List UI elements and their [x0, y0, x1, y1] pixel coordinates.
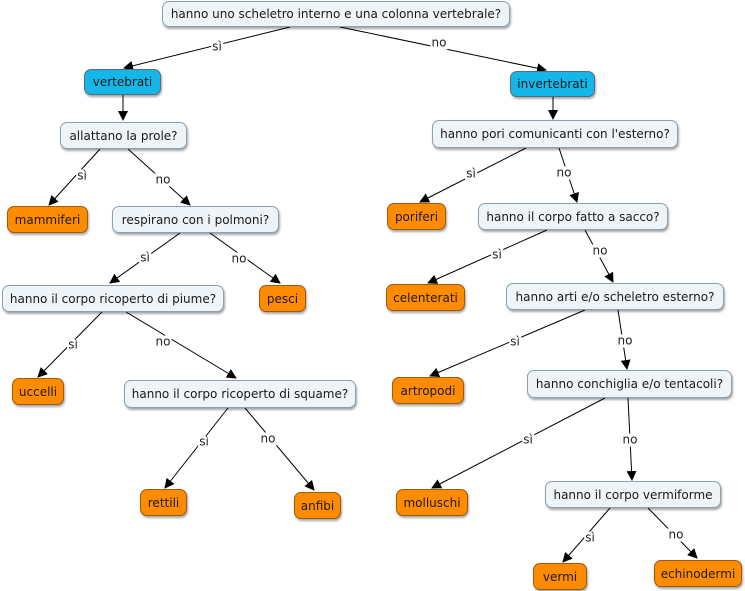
node-label: hanno il corpo fatto a sacco? [486, 209, 660, 224]
edge-label-arti-artropodi: sì [509, 334, 521, 349]
edge-label-conchiglia-molluschi: sì [522, 432, 534, 447]
node-label: anfibi [300, 498, 335, 513]
leaf-artropodi[interactable]: artropodi [392, 377, 464, 404]
node-label: vertebrati [92, 75, 153, 89]
edge-arti-artropodi [429, 309, 586, 378]
leaf-pesci[interactable]: pesci [259, 285, 306, 312]
leaf-echinodermi[interactable]: echinodermi [654, 560, 742, 587]
edge-label-sacco-arti: no [591, 243, 609, 258]
leaf-anfibi[interactable]: anfibi [294, 492, 341, 519]
question-vermiforme[interactable]: hanno il corpo vermiforme [545, 481, 721, 508]
node-label: poriferi [394, 209, 439, 224]
node-label: mammiferi [14, 212, 81, 227]
edge-conchiglia-molluschi [431, 397, 606, 489]
node-label: allattano la prole? [69, 128, 178, 143]
leaf-molluschi[interactable]: molluschi [396, 489, 468, 516]
node-label: respirano con i polmoni? [121, 212, 270, 227]
question-squame[interactable]: hanno il corpo ricoperto di squame? [124, 380, 356, 408]
node-label: artropodi [400, 383, 456, 398]
edge-label-root-invertebrati: no [430, 35, 448, 50]
leaf-uccelli[interactable]: uccelli [12, 378, 64, 405]
node-label: hanno pori comunicanti con l'esterno? [440, 127, 670, 141]
leaf-celenterati[interactable]: celenterati [386, 284, 465, 311]
node-label: hanno il corpo vermiforme [553, 487, 713, 502]
edge-squame-rettili [164, 407, 229, 489]
edge-squame-anfibi [244, 407, 315, 491]
edge-label-squame-rettili: sì [198, 434, 210, 449]
category-invertebrati[interactable]: invertebrati [510, 71, 595, 97]
node-label: vermi [542, 569, 578, 584]
edge-label-vermiforme-echinodermi: no [667, 527, 685, 542]
node-label: uccelli [18, 384, 58, 399]
node-label: hanno il corpo ricoperto di squame? [131, 387, 349, 401]
question-allattano[interactable]: allattano la prole? [60, 122, 187, 149]
edge-sacco-celenterati [427, 229, 548, 284]
edge-label-pori-poriferi: sì [465, 166, 477, 181]
question-root-vertebral-column[interactable]: hanno uno scheletro interno e una colonn… [162, 1, 510, 27]
leaf-mammiferi[interactable]: mammiferi [7, 206, 88, 233]
edge-label-root-vertebrati: sì [211, 39, 223, 54]
leaf-rettili[interactable]: rettili [140, 489, 187, 516]
node-label: hanno arti e/o scheletro esterno? [515, 289, 715, 304]
node-label: hanno conchiglia e/o tentacoli? [535, 377, 724, 391]
edge-label-allattano-mammiferi: sì [76, 168, 88, 183]
leaf-poriferi[interactable]: poriferi [387, 203, 446, 230]
question-sacco[interactable]: hanno il corpo fatto a sacco? [478, 203, 668, 230]
edge-label-conchiglia-vermiforme: no [621, 432, 639, 447]
question-piume[interactable]: hanno il corpo ricoperto di piume? [2, 285, 224, 312]
node-label: celenterati [393, 290, 458, 305]
edge-piume-squame [125, 311, 237, 379]
node-label: hanno uno scheletro interno e una colonn… [170, 7, 502, 21]
edge-label-sacco-celenterati: sì [491, 247, 503, 262]
edge-label-piume-uccelli: sì [67, 337, 79, 352]
edge-root-vertebrati [123, 26, 291, 71]
question-arti[interactable]: hanno arti e/o scheletro esterno? [506, 283, 724, 310]
edge-label-respirano-pesci: no [230, 251, 248, 266]
edge-label-squame-anfibi: no [259, 431, 277, 446]
node-label: pesci [266, 291, 299, 306]
edge-label-vermiforme-vermi: sì [584, 530, 596, 545]
question-respirano[interactable]: respirano con i polmoni? [112, 206, 279, 233]
node-label: hanno il corpo ricoperto di piume? [9, 291, 217, 306]
edge-label-arti-conchiglia: no [616, 333, 634, 348]
node-label: invertebrati [517, 77, 588, 91]
edge-label-allattano-respirano: no [154, 172, 172, 187]
node-label: rettili [147, 495, 180, 510]
edge-label-pori-sacco: no [555, 165, 573, 180]
question-conchiglia[interactable]: hanno conchiglia e/o tentacoli? [527, 370, 732, 398]
category-vertebrati[interactable]: vertebrati [84, 69, 161, 95]
question-pori[interactable]: hanno pori comunicanti con l'esterno? [432, 120, 678, 148]
leaf-vermi[interactable]: vermi [533, 563, 587, 590]
node-label: echinodermi [660, 566, 736, 581]
node-label: molluschi [403, 495, 461, 510]
edge-allattano-mammiferi [48, 148, 101, 206]
edge-label-respirano-piume: sì [139, 250, 151, 265]
edge-label-piume-squame: no [154, 334, 172, 349]
